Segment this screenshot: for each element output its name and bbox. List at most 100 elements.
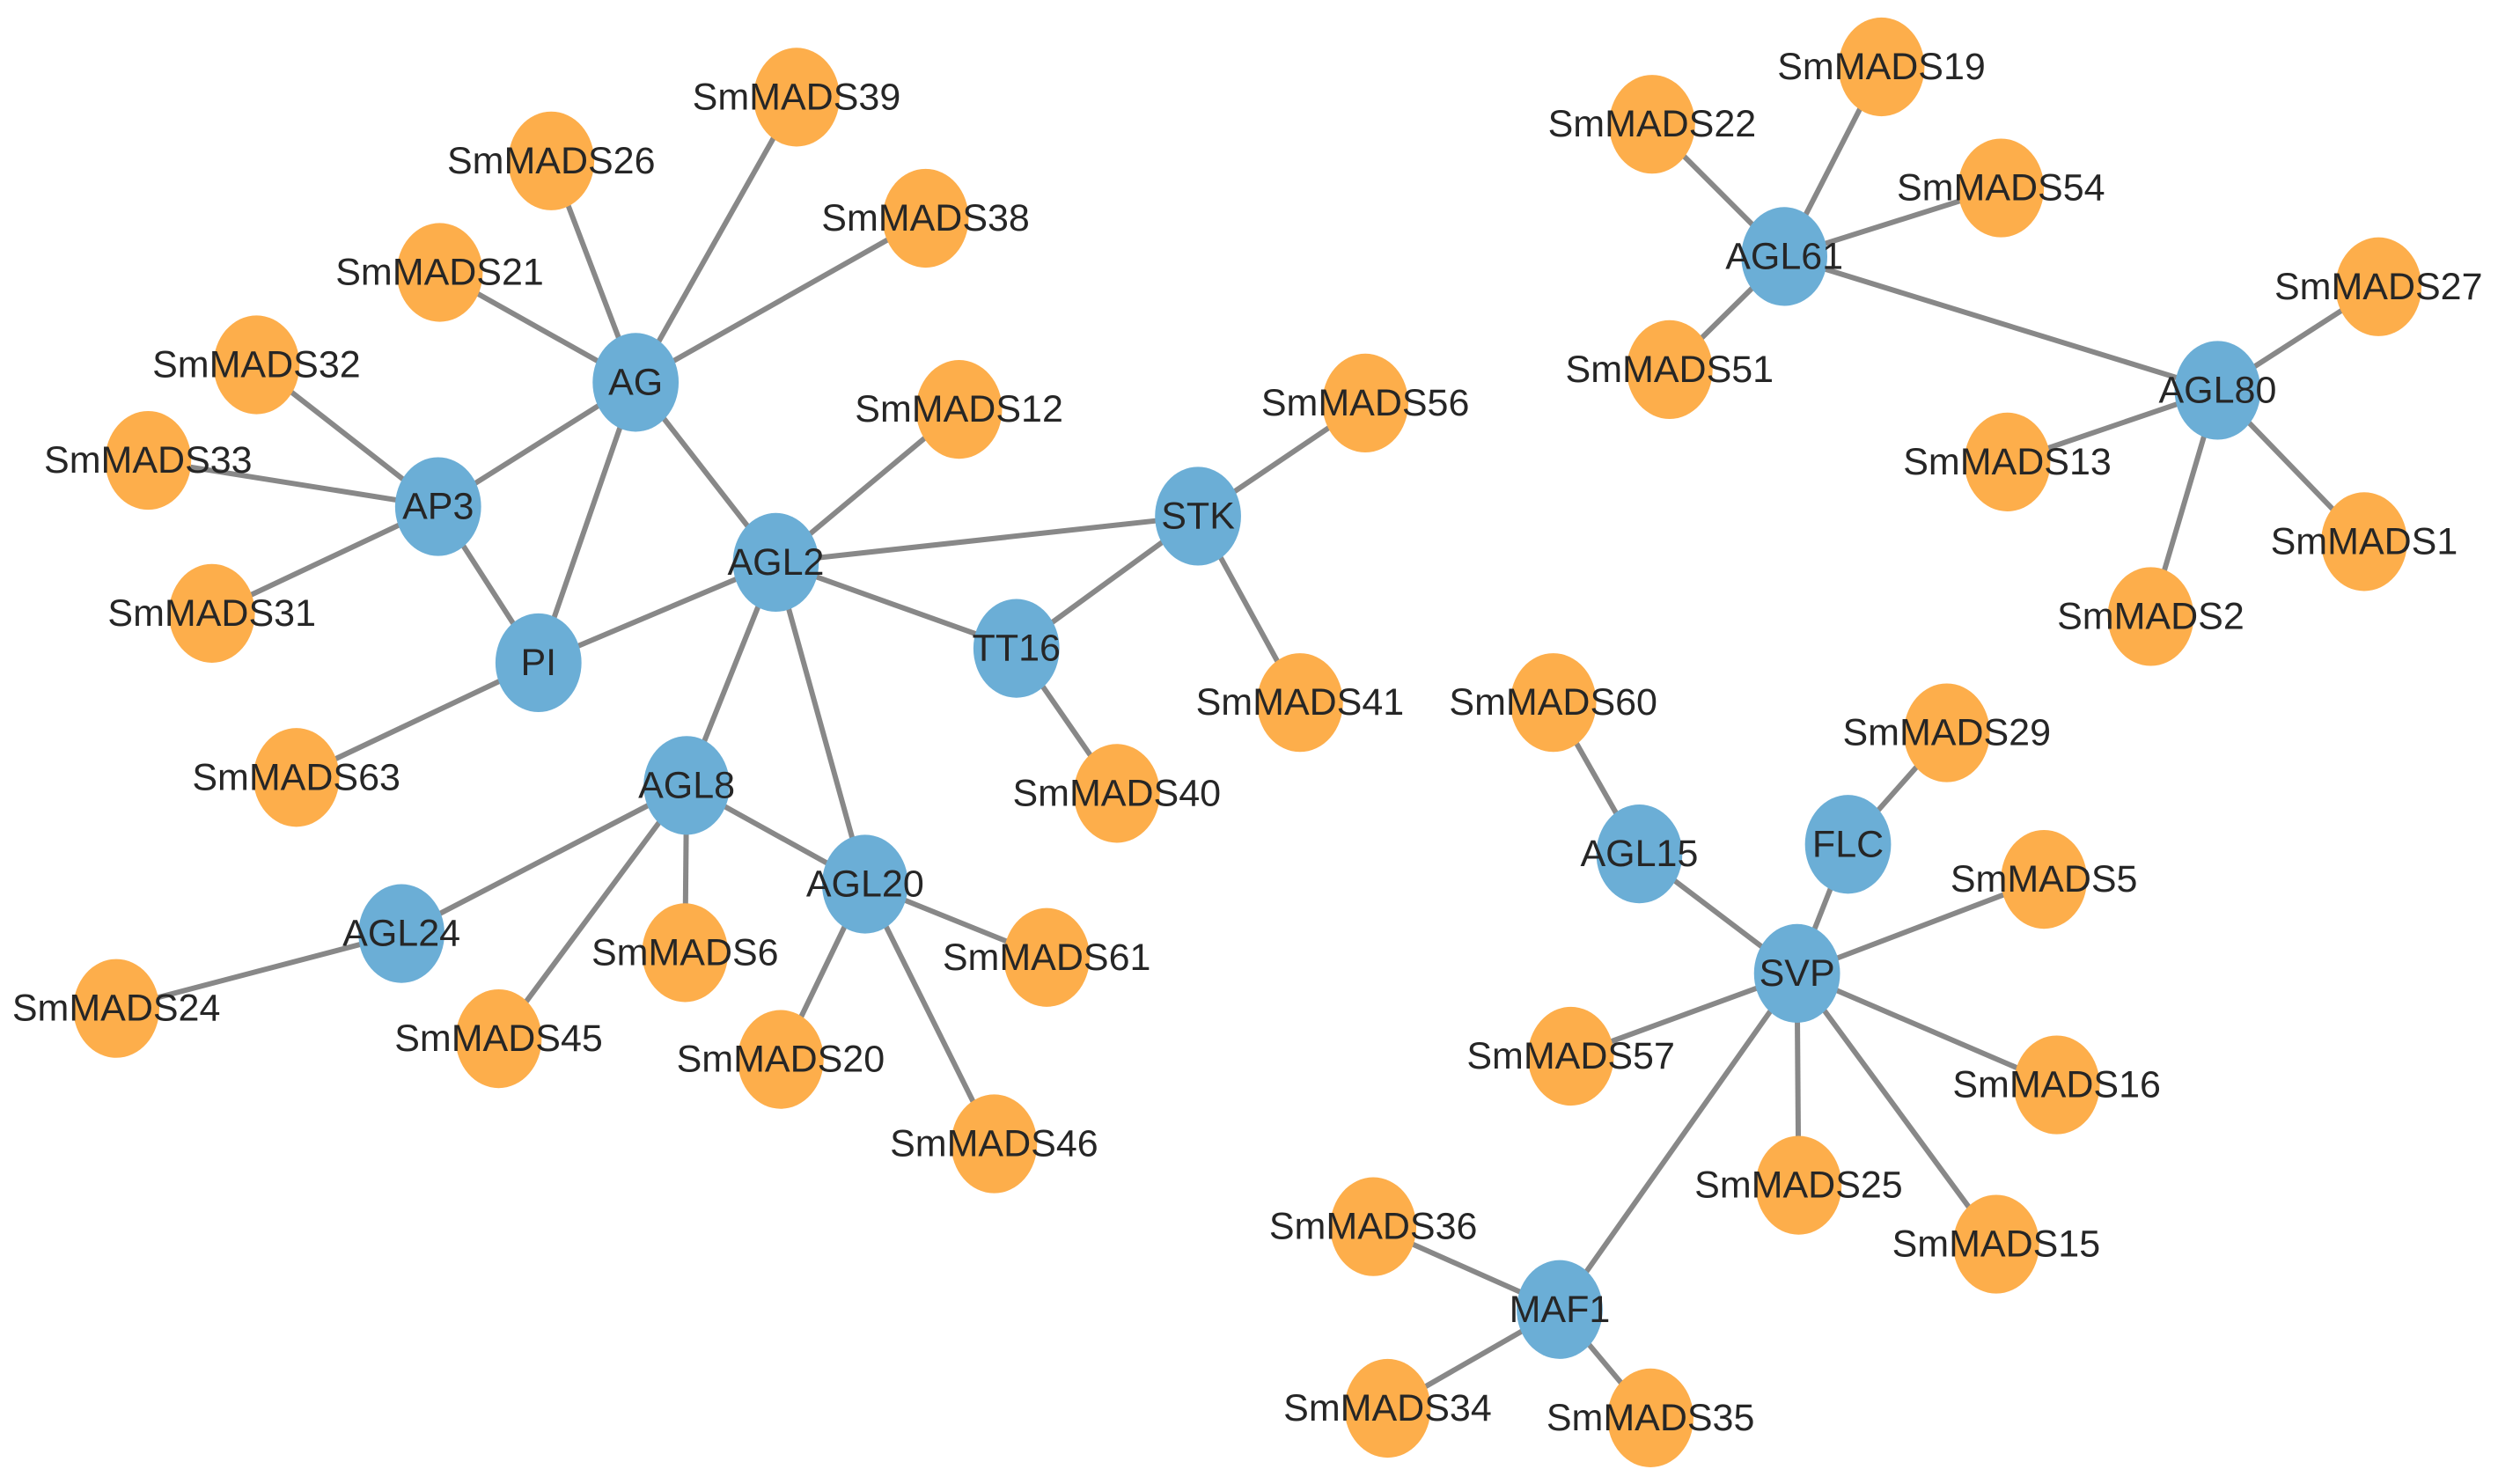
node-smmads31[interactable]: SmMADS31 — [107, 563, 316, 663]
node-label: SmMADS45 — [394, 1017, 603, 1060]
hub-node-circle — [1155, 467, 1241, 566]
node-smmads35[interactable]: SmMADS35 — [1547, 1368, 1755, 1467]
node-smmads12[interactable]: SmMADS12 — [855, 360, 1063, 459]
leaf-node-circle — [1073, 744, 1160, 843]
edge-svp-maf1 — [1557, 972, 1800, 1311]
leaf-node-circle — [1952, 1194, 2039, 1294]
node-flc[interactable]: FLC — [1804, 795, 1892, 894]
node-smmads27[interactable]: SmMADS27 — [2274, 237, 2483, 336]
node-agl8[interactable]: AGL8 — [638, 736, 735, 835]
node-smmads33[interactable]: SmMADS33 — [44, 410, 253, 511]
node-smmads60[interactable]: SmMADS60 — [1449, 653, 1657, 753]
leaf-node-circle — [1607, 1368, 1693, 1467]
node-agl15[interactable]: AGL15 — [1581, 804, 1699, 904]
node-smmads21[interactable]: SmMADS21 — [335, 223, 544, 322]
edge-agl20-smmads46 — [863, 883, 997, 1145]
node-maf1[interactable]: MAF1 — [1510, 1260, 1611, 1359]
node-label: SmMADS24 — [12, 988, 221, 1030]
node-smmads36[interactable]: SmMADS36 — [1269, 1177, 1478, 1276]
node-smmads39[interactable]: SmMADS39 — [693, 48, 901, 147]
node-label: SmMADS12 — [855, 388, 1063, 430]
leaf-node-circle — [168, 563, 255, 663]
node-label: SmMADS1 — [2271, 520, 2458, 562]
node-label: AGL8 — [638, 764, 735, 806]
edge-svp-smmads5 — [1796, 877, 2046, 976]
hub-node-circle — [1741, 207, 1828, 306]
edge-svp-smmads15 — [1795, 972, 1999, 1246]
node-agl24[interactable]: AGL24 — [342, 884, 460, 983]
node-smmads46[interactable]: SmMADS46 — [890, 1094, 1098, 1194]
node-smmads51[interactable]: SmMADS51 — [1566, 320, 1774, 420]
node-stk[interactable]: STK — [1155, 467, 1241, 566]
edge-svp-smmads16 — [1796, 971, 2058, 1088]
node-label: AP3 — [402, 486, 474, 528]
node-smmads61[interactable]: SmMADS61 — [943, 907, 1151, 1007]
node-smmads57[interactable]: SmMADS57 — [1466, 1006, 1675, 1106]
edge-pi-smmads63 — [295, 660, 540, 780]
leaf-node-circle — [2013, 1035, 2100, 1135]
edge-agl8-smmads45 — [496, 783, 689, 1040]
leaf-node-circle — [1903, 683, 1990, 782]
node-ag[interactable]: AG — [592, 333, 680, 432]
node-smmads22[interactable]: SmMADS22 — [1548, 75, 1757, 174]
node-agl80[interactable]: AGL80 — [2159, 341, 2277, 440]
node-label: TT16 — [973, 628, 1061, 670]
leaf-node-circle — [1344, 1358, 1431, 1458]
node-smmads25[interactable]: SmMADS25 — [1694, 1135, 1903, 1235]
node-label: MAF1 — [1510, 1289, 1611, 1331]
node-smmads29[interactable]: SmMADS29 — [1842, 683, 2051, 782]
node-label: SmMADS15 — [1892, 1223, 2101, 1266]
node-svp[interactable]: SVP — [1753, 923, 1840, 1023]
node-smmads1[interactable]: SmMADS1 — [2271, 492, 2458, 591]
node-label: SmMADS5 — [1951, 858, 2138, 900]
node-smmads2[interactable]: SmMADS2 — [2057, 567, 2245, 666]
node-smmads54[interactable]: SmMADS54 — [1897, 138, 2105, 238]
node-smmads5[interactable]: SmMADS5 — [1951, 829, 2138, 929]
node-smmads15[interactable]: SmMADS15 — [1892, 1194, 2101, 1294]
node-label: SmMADS31 — [107, 592, 316, 635]
node-smmads41[interactable]: SmMADS41 — [1196, 653, 1405, 753]
node-pi[interactable]: PI — [495, 613, 582, 713]
hub-node-circle — [2174, 341, 2261, 440]
node-label: PI — [520, 642, 556, 684]
node-smmads38[interactable]: SmMADS38 — [821, 168, 1030, 268]
node-label: SmMADS54 — [1897, 167, 2105, 209]
hub-node-circle — [495, 613, 582, 713]
edge-agl24-smmads24 — [115, 930, 402, 1011]
node-label: SmMADS21 — [335, 252, 544, 294]
node-smmads32[interactable]: SmMADS32 — [152, 315, 361, 415]
leaf-node-circle — [738, 1010, 824, 1109]
node-label: SmMADS51 — [1566, 349, 1774, 391]
node-label: STK — [1161, 495, 1235, 537]
node-label: SmMADS29 — [1842, 712, 2051, 754]
leaf-node-circle — [2001, 829, 2088, 929]
node-smmads34[interactable]: SmMADS34 — [1283, 1358, 1492, 1458]
node-smmads20[interactable]: SmMADS20 — [677, 1010, 885, 1109]
node-smmads19[interactable]: SmMADS19 — [1777, 17, 1986, 117]
node-smmads24[interactable]: SmMADS24 — [12, 959, 221, 1058]
node-smmads40[interactable]: SmMADS40 — [1012, 744, 1221, 843]
leaf-node-circle — [915, 360, 1003, 459]
node-agl61[interactable]: AGL61 — [1725, 207, 1843, 306]
node-label: SmMADS61 — [943, 937, 1151, 979]
edge-agl2-agl20 — [773, 562, 868, 885]
hub-node-circle — [643, 736, 730, 835]
node-agl20[interactable]: AGL20 — [806, 834, 924, 934]
leaf-node-circle — [1330, 1177, 1417, 1276]
hub-node-circle — [358, 884, 444, 983]
edge-ag-smmads39 — [633, 95, 799, 384]
node-label: AGL2 — [727, 541, 824, 584]
node-tt16[interactable]: TT16 — [973, 599, 1061, 698]
node-label: SmMADS25 — [1694, 1164, 1903, 1207]
node-smmads6[interactable]: SmMADS6 — [591, 903, 779, 1003]
node-smmads56[interactable]: SmMADS56 — [1261, 353, 1470, 453]
node-agl2[interactable]: AGL2 — [727, 512, 824, 613]
node-smmads45[interactable]: SmMADS45 — [394, 988, 603, 1089]
node-ap3[interactable]: AP3 — [394, 457, 481, 556]
node-smmads63[interactable]: SmMADS63 — [192, 728, 400, 827]
node-label: AGL24 — [342, 913, 460, 955]
node-smmads26[interactable]: SmMADS26 — [447, 111, 656, 210]
node-smmads13[interactable]: SmMADS13 — [1903, 412, 2112, 511]
node-smmads16[interactable]: SmMADS16 — [1952, 1035, 2161, 1135]
